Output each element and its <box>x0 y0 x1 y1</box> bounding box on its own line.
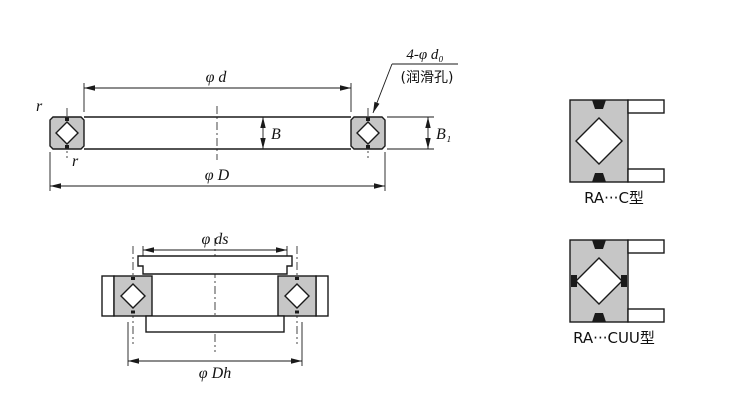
roller-spacer-mark <box>295 277 299 280</box>
mount-left-roller-icon <box>120 283 146 309</box>
type-cuu-roller-icon <box>575 257 623 305</box>
type-c-top-ring-extension <box>627 99 665 114</box>
type-c-bottom-ring-extension <box>627 168 665 183</box>
type-c-roller-icon <box>575 117 623 165</box>
type-cuu-label: RA···CUU型 <box>573 329 655 347</box>
left-roller-bottom-spacer <box>65 145 69 149</box>
dim-label-width-b: B <box>271 126 281 143</box>
type-cuu-top-ring-extension <box>627 239 665 254</box>
top-clamp-plate <box>137 255 293 275</box>
main-cross-section-view: φ d φ D B B₁ r r 4-φ d₀ (润滑孔) <box>36 47 458 191</box>
callout-leader-line <box>372 63 393 114</box>
radius-label-top: r <box>36 98 43 115</box>
dim-label-housing-step: φ Dh <box>199 365 231 382</box>
type-cuu-left-seal <box>571 275 577 287</box>
type-cuu-bottom-spacer <box>592 313 606 322</box>
dim-label-outer-diameter: φ D <box>205 167 230 184</box>
dim-label-inner-diameter: φ d <box>206 69 228 86</box>
lube-hole-note-label: (润滑孔) <box>401 69 454 86</box>
left-roller-top-spacer <box>65 117 69 121</box>
type-c-label: RA···C型 <box>584 189 644 207</box>
type-c-detail-view: RA···C型 <box>569 99 665 207</box>
left-roller-icon <box>55 121 79 145</box>
mounting-cross-section-view: φ ds φ Dh <box>101 231 329 382</box>
mount-right-roller-icon <box>284 283 310 309</box>
roller-spacer-mark <box>295 310 299 314</box>
type-cuu-bottom-ring-extension <box>627 308 665 323</box>
right-roller-top-spacer <box>366 117 370 121</box>
right-roller-icon <box>356 121 380 145</box>
bottom-clamp-plate <box>145 315 285 333</box>
radius-label-bottom: r <box>72 153 79 170</box>
right-housing-wall <box>315 275 329 317</box>
right-roller-bottom-spacer <box>366 145 370 149</box>
roller-spacer-mark <box>131 277 135 280</box>
type-c-top-spacer <box>592 100 606 109</box>
dim-label-shaft-step: φ ds <box>201 231 228 248</box>
roller-spacer-mark <box>131 310 135 314</box>
type-cuu-top-spacer <box>592 240 606 249</box>
type-cuu-detail-view: RA···CUU型 <box>569 239 665 347</box>
type-c-bottom-spacer <box>592 173 606 182</box>
lube-hole-callout-label: 4-φ d₀ <box>406 47 443 63</box>
dim-label-width-b1: B₁ <box>436 126 451 143</box>
left-housing-wall <box>101 275 115 317</box>
type-cuu-right-seal <box>621 275 627 287</box>
